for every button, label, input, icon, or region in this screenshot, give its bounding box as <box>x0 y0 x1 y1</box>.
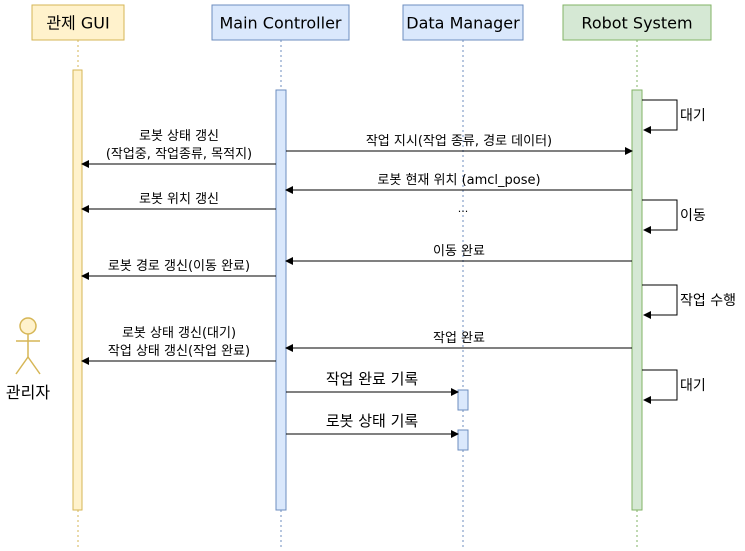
participant-label: Robot System <box>581 14 692 33</box>
actor-head <box>19 317 37 335</box>
self-message-arrow <box>642 284 678 319</box>
message: 작업 지시(작업 종류, 경로 데이터) <box>286 134 633 155</box>
message-label: 로봇 상태 기록 <box>326 412 419 430</box>
participant-gui: 관제 GUI <box>31 4 125 41</box>
participant-main: Main Controller <box>211 4 350 41</box>
message: 로봇 경로 갱신(이동 완료) <box>81 259 276 280</box>
message: 이동 완료 <box>285 244 632 265</box>
actor-limb <box>15 356 29 375</box>
message-label: 작업 완료 <box>433 331 485 346</box>
participant-box <box>31 4 125 41</box>
message-label: 로봇 상태 갱신(대기) <box>122 326 236 341</box>
actor-label: 관리자 <box>6 383 50 402</box>
activation-bar-robot <box>631 89 643 511</box>
actor-admin: 관리자 <box>6 317 50 402</box>
self-message-label: 대기 <box>680 108 706 124</box>
participant-data: Data Manager <box>402 4 524 41</box>
message: 로봇 상태 갱신(대기) 작업 상태 갱신(작업 완료) <box>81 326 276 365</box>
participant-box <box>562 4 712 41</box>
self-message-label: 이동 <box>680 208 706 224</box>
message: 로봇 위치 갱신 <box>81 192 276 213</box>
activation-bar-data <box>457 389 469 411</box>
message-label: 로봇 현재 위치 (amcl_pose) <box>377 173 540 188</box>
message: 로봇 현재 위치 (amcl_pose) <box>285 173 632 194</box>
participant-label: 관제 GUI <box>46 14 109 33</box>
participant-box <box>402 4 524 41</box>
participant-robot: Robot System <box>562 4 712 41</box>
participant-label: Main Controller <box>220 14 342 33</box>
self-message-arrow <box>642 199 678 234</box>
message-label: 작업 상태 갱신(작업 완료) <box>108 344 250 359</box>
self-message-arrow <box>642 99 678 134</box>
message-label: 로봇 위치 갱신 <box>139 192 219 207</box>
message: 로봇 상태 기록 <box>286 412 459 438</box>
message-label: (작업중, 작업종류, 목적지) <box>106 147 252 162</box>
message: 작업 완료 <box>285 331 632 352</box>
self-message-arrow <box>642 369 678 404</box>
message: 로봇 상태 갱신 (작업중, 작업종류, 목적지) <box>81 129 276 168</box>
participant-label: Data Manager <box>406 14 520 33</box>
self-message: 이동 <box>642 199 706 234</box>
message-label: 작업 지시(작업 종류, 경로 데이터) <box>366 134 552 149</box>
message: 작업 완료 기록 <box>286 370 459 396</box>
self-message: 작업 수행 <box>642 284 736 319</box>
actor-limb <box>27 356 41 375</box>
message-label: 로봇 경로 갱신(이동 완료) <box>108 259 250 274</box>
participant-box <box>211 4 350 41</box>
self-message: 대기 <box>642 369 706 404</box>
message-label: 로봇 상태 갱신 <box>139 129 219 144</box>
self-message-label: 작업 수행 <box>680 293 736 309</box>
self-message-label: 대기 <box>680 378 706 394</box>
message-label: 작업 완료 기록 <box>326 370 419 388</box>
self-message: 대기 <box>642 99 706 134</box>
activation-bar-data <box>457 429 469 451</box>
ellipsis: ... <box>458 202 469 215</box>
activation-bar-main <box>275 89 287 511</box>
message-label: 이동 완료 <box>433 244 485 259</box>
activation-bar-gui <box>72 69 83 511</box>
